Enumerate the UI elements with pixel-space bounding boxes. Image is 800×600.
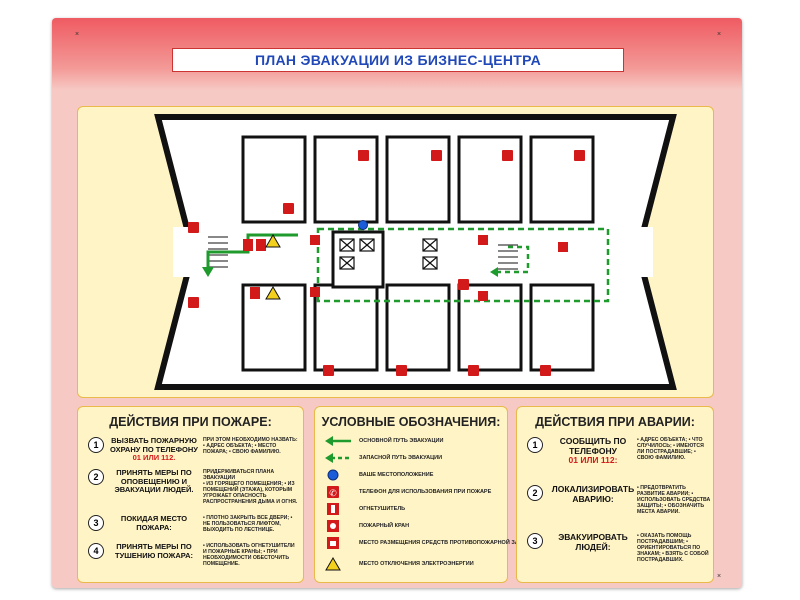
step-note: • АДРЕС ОБЪЕКТА; • ЧТО СЛУЧИЛОСЬ; • ИМЕЮ… xyxy=(637,437,704,461)
legend-item: ПОЖАРНЫЙ КРАН xyxy=(325,519,535,535)
elevator-core xyxy=(331,230,385,289)
top-rooms xyxy=(241,135,595,224)
elevator-shafts xyxy=(339,238,438,270)
phone-icon xyxy=(188,150,585,376)
legend-item: МЕСТО РАЗМЕЩЕНИЯ СРЕДСТВ ПРОТИВОПОЖАРНОЙ… xyxy=(325,536,537,552)
step-text: ПОКИДАЯ МЕСТО ПОЖАРА: xyxy=(120,514,188,532)
step-text: СООБЩИТЬ ПО ТЕЛЕФОНУ 01 ИЛИ 112: xyxy=(559,436,627,465)
step-number: 2 xyxy=(527,485,543,501)
backup-route-loop xyxy=(498,245,530,274)
extinguisher-icon xyxy=(243,235,568,301)
fire-hydrant-icon xyxy=(327,520,339,532)
extinguisher-icon xyxy=(327,503,339,515)
floor-plan-panel xyxy=(77,106,714,398)
step-number: 3 xyxy=(88,515,104,531)
step-number: 3 xyxy=(527,533,543,549)
step-note: • ОКАЗАТЬ ПОМОЩЬ ПОСТРАДАВШИМ; • ОРИЕНТИ… xyxy=(637,533,709,563)
fire-actions-panel: ДЕЙСТВИЯ ПРИ ПОЖАРЕ: 1 ВЫЗВАТЬ ПОЖАРНУЮ … xyxy=(77,406,304,583)
step-number: 4 xyxy=(88,543,104,559)
legend-item: ✆ ТЕЛЕФОН ДЛЯ ИСПОЛЬЗОВАНИЯ ПРИ ПОЖАРЕ xyxy=(325,485,535,501)
fire-actions-title: ДЕЙСТВИЯ ПРИ ПОЖАРЕ: xyxy=(109,415,272,429)
evacuation-board: × × × ПЛАН ЭВАКУАЦИИ ИЗ БИЗНЕС-ЦЕНТРА xyxy=(52,18,742,588)
power-cutoff-icon xyxy=(325,557,341,571)
legend-item: ОГНЕТУШИТЕЛЬ xyxy=(325,502,535,518)
page-title: ПЛАН ЭВАКУАЦИИ ИЗ БИЗНЕС-ЦЕНТРА xyxy=(255,52,541,68)
step-number: 2 xyxy=(88,469,104,485)
backup-route xyxy=(316,227,610,303)
step-text: ПРИНЯТЬ МЕРЫ ПО ОПОВЕЩЕНИЮ И ЭВАКУАЦИИ Л… xyxy=(114,468,194,494)
title-banner: ПЛАН ЭВАКУАЦИИ ИЗ БИЗНЕС-ЦЕНТРА xyxy=(172,48,624,72)
step-text: ЛОКАЛИЗИРОВАТЬ АВАРИЮ: xyxy=(551,484,635,504)
emergency-actions-panel: ДЕЙСТВИЯ ПРИ АВАРИИ: 1 СООБЩИТЬ ПО ТЕЛЕФ… xyxy=(516,406,714,583)
screw-icon: × xyxy=(716,573,722,580)
you-are-here-icon xyxy=(327,469,339,481)
step-note: • ПРЕДОТВРАТИТЬ РАЗВИТИЕ АВАРИИ; • ИСПОЛ… xyxy=(637,485,711,515)
backup-route-arrow-icon xyxy=(325,453,351,463)
step-text: ВЫЗВАТЬ ПОЖАРНУЮ ОХРАНУ ПО ТЕЛЕФОНУ 01 И… xyxy=(110,436,198,462)
legend-panel: УСЛОВНЫЕ ОБОЗНАЧЕНИЯ: ОСНОВНОЙ ПУТЬ ЭВАК… xyxy=(314,406,537,583)
backup-route-arrow-icon xyxy=(490,267,498,277)
svg-text:✆: ✆ xyxy=(329,488,337,498)
main-route xyxy=(206,233,298,272)
step-note: • ПЛОТНО ЗАКРЫТЬ ВСЕ ДВЕРИ; • НЕ ПОЛЬЗОВ… xyxy=(203,515,293,533)
step-number: 1 xyxy=(88,437,104,453)
legend-item: ОСНОВНОЙ ПУТЬ ЭВАКУАЦИИ xyxy=(325,434,535,450)
you-are-here-icon xyxy=(358,220,368,230)
staircase-right xyxy=(498,244,518,270)
legend-item: ЗАПАСНОЙ ПУТЬ ЭВАКУАЦИИ xyxy=(325,451,535,467)
step-number: 1 xyxy=(527,437,543,453)
floor-plan xyxy=(154,114,677,390)
screw-icon: × xyxy=(74,31,80,38)
power-cutoff-icon xyxy=(265,286,281,300)
power-cutoff-icon xyxy=(265,234,281,248)
step-text: ЭВАКУИРОВАТЬ ЛЮДЕЙ: xyxy=(558,532,628,552)
step-text: ПРИНЯТЬ МЕРЫ ПО ТУШЕНИЮ ПОЖАРА: xyxy=(115,542,193,560)
emergency-actions-title: ДЕЙСТВИЯ ПРИ АВАРИИ: xyxy=(535,415,695,429)
phone-icon: ✆ xyxy=(327,486,339,498)
step-note: ПРИ ЭТОМ НЕОБХОДИМО НАЗВАТЬ: • АДРЕС ОБЪ… xyxy=(203,437,298,455)
step-note: • ИСПОЛЬЗОВАТЬ ОГНЕТУШИТЕЛИ И ПОЖАРНЫЕ К… xyxy=(203,543,295,567)
legend-item: МЕСТО ОТКЛЮЧЕНИЯ ЭЛЕКТРОЭНЕРГИИ xyxy=(325,557,535,573)
main-route-arrow-icon xyxy=(202,267,214,277)
legend-title: УСЛОВНЫЕ ОБОЗНАЧЕНИЯ: xyxy=(321,415,501,429)
main-route-arrow-icon xyxy=(325,436,351,446)
screw-icon: × xyxy=(716,31,722,38)
step-note: ПРИДЕРЖИВАТЬСЯ ПЛАНА ЭВАКУАЦИИ • ИЗ ГОРЯ… xyxy=(203,469,298,505)
legend-item: ВАШЕ МЕСТОПОЛОЖЕНИЕ xyxy=(325,468,535,484)
protective-gear-icon xyxy=(327,537,339,549)
